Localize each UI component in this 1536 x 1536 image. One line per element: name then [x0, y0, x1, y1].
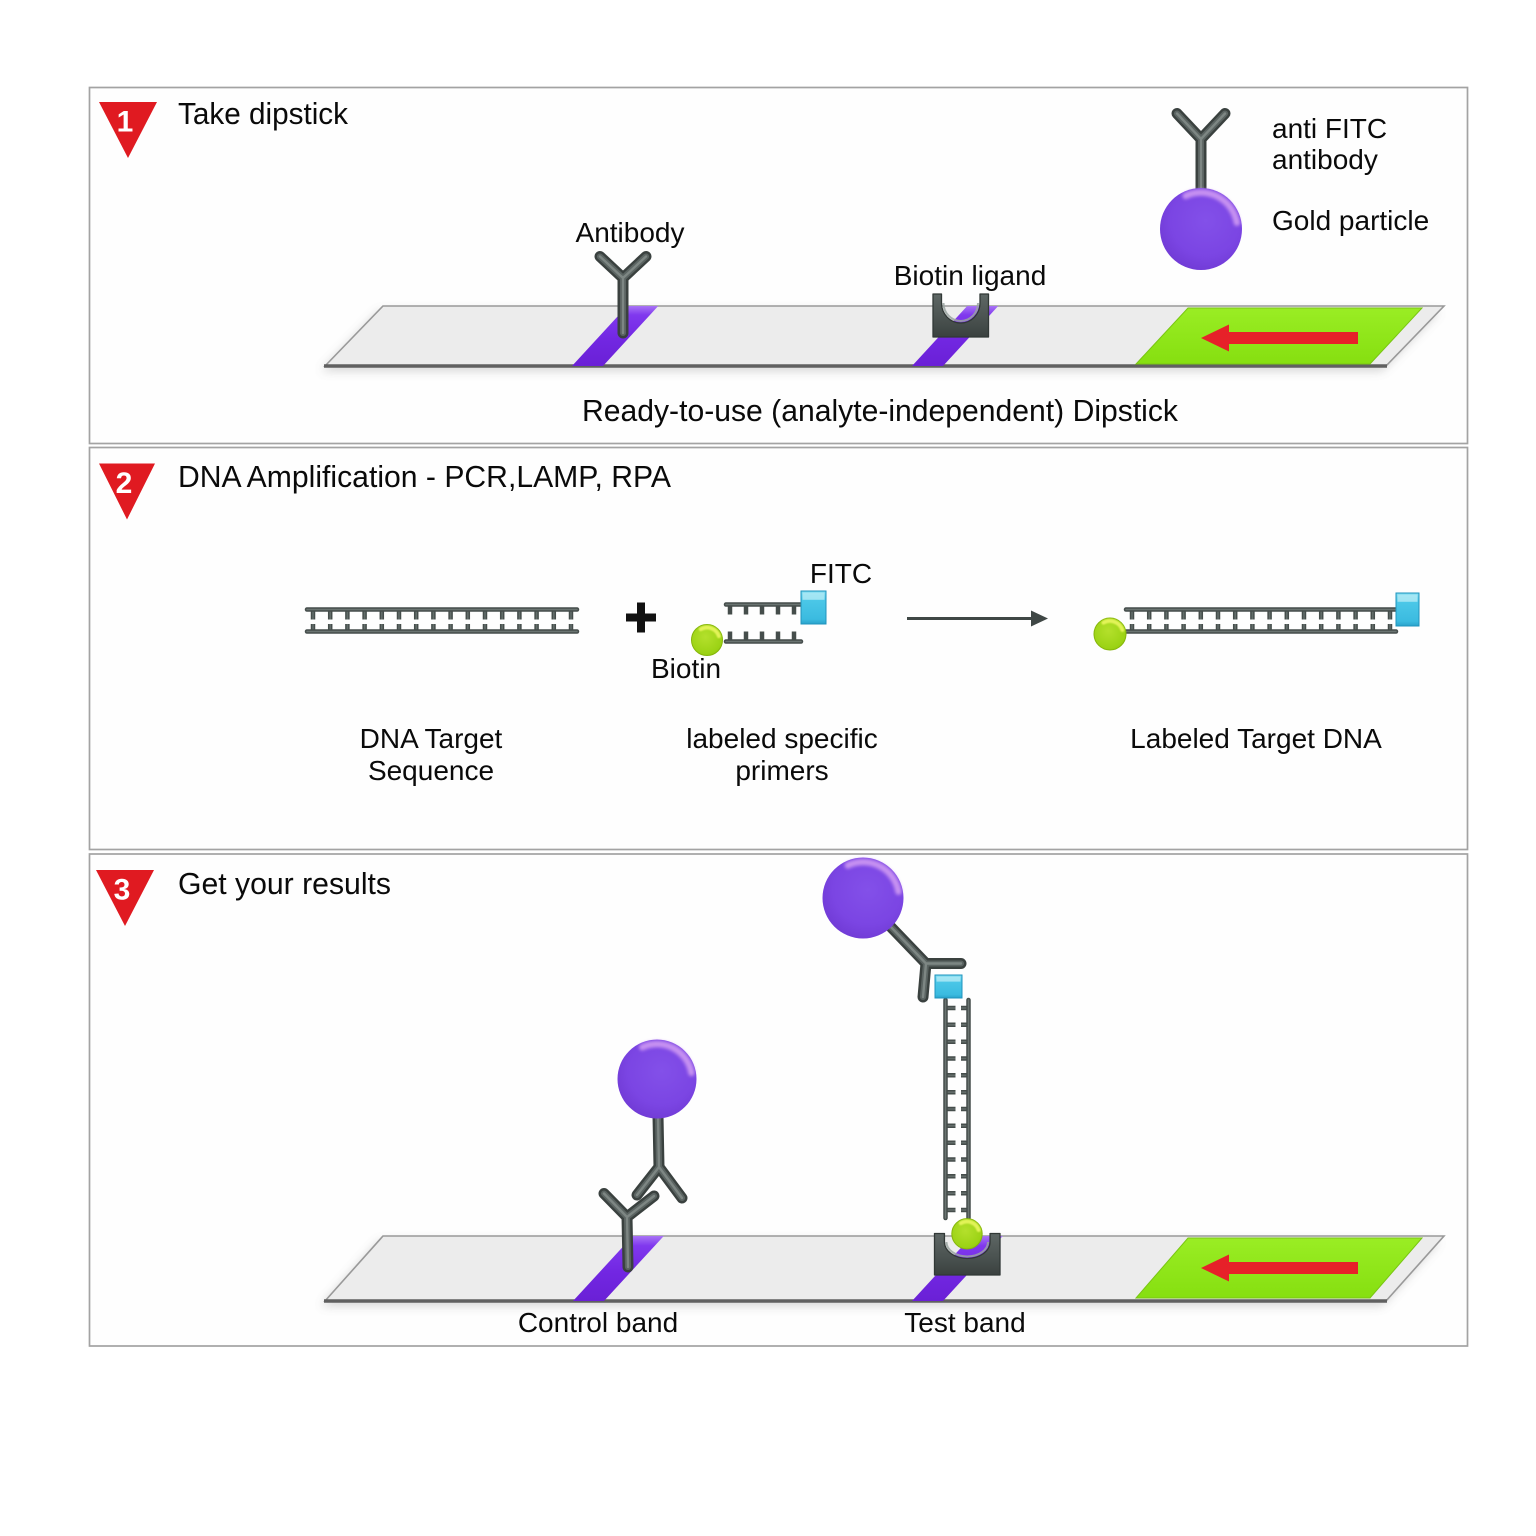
svg-text:Biotin: Biotin: [651, 653, 721, 684]
svg-text:Ready-to-use (analyte-independ: Ready-to-use (analyte-independent) Dipst…: [582, 393, 1178, 428]
svg-text:primers: primers: [735, 755, 828, 786]
svg-text:Take dipstick: Take dipstick: [178, 96, 348, 131]
svg-text:Control band: Control band: [518, 1307, 678, 1338]
svg-text:Biotin ligand: Biotin ligand: [894, 260, 1047, 291]
svg-text:Labeled Target DNA: Labeled Target DNA: [1130, 723, 1382, 754]
svg-text:FITC: FITC: [810, 558, 872, 589]
svg-text:antibody: antibody: [1272, 144, 1378, 175]
svg-text:DNA Target: DNA Target: [360, 723, 503, 754]
svg-text:Gold particle: Gold particle: [1272, 205, 1429, 236]
svg-text:anti FITC: anti FITC: [1272, 113, 1387, 144]
svg-text:Get your results: Get your results: [178, 866, 391, 901]
svg-text:2: 2: [116, 467, 133, 500]
svg-text:1: 1: [117, 106, 134, 139]
svg-text:labeled specific: labeled specific: [686, 723, 877, 754]
svg-text:DNA Amplification - PCR,LAMP,: DNA Amplification - PCR,LAMP, RPA: [178, 459, 671, 494]
svg-text:Sequence: Sequence: [368, 755, 494, 786]
svg-text:Test band: Test band: [904, 1307, 1025, 1338]
svg-text:Antibody: Antibody: [576, 217, 685, 248]
svg-text:3: 3: [114, 874, 131, 907]
